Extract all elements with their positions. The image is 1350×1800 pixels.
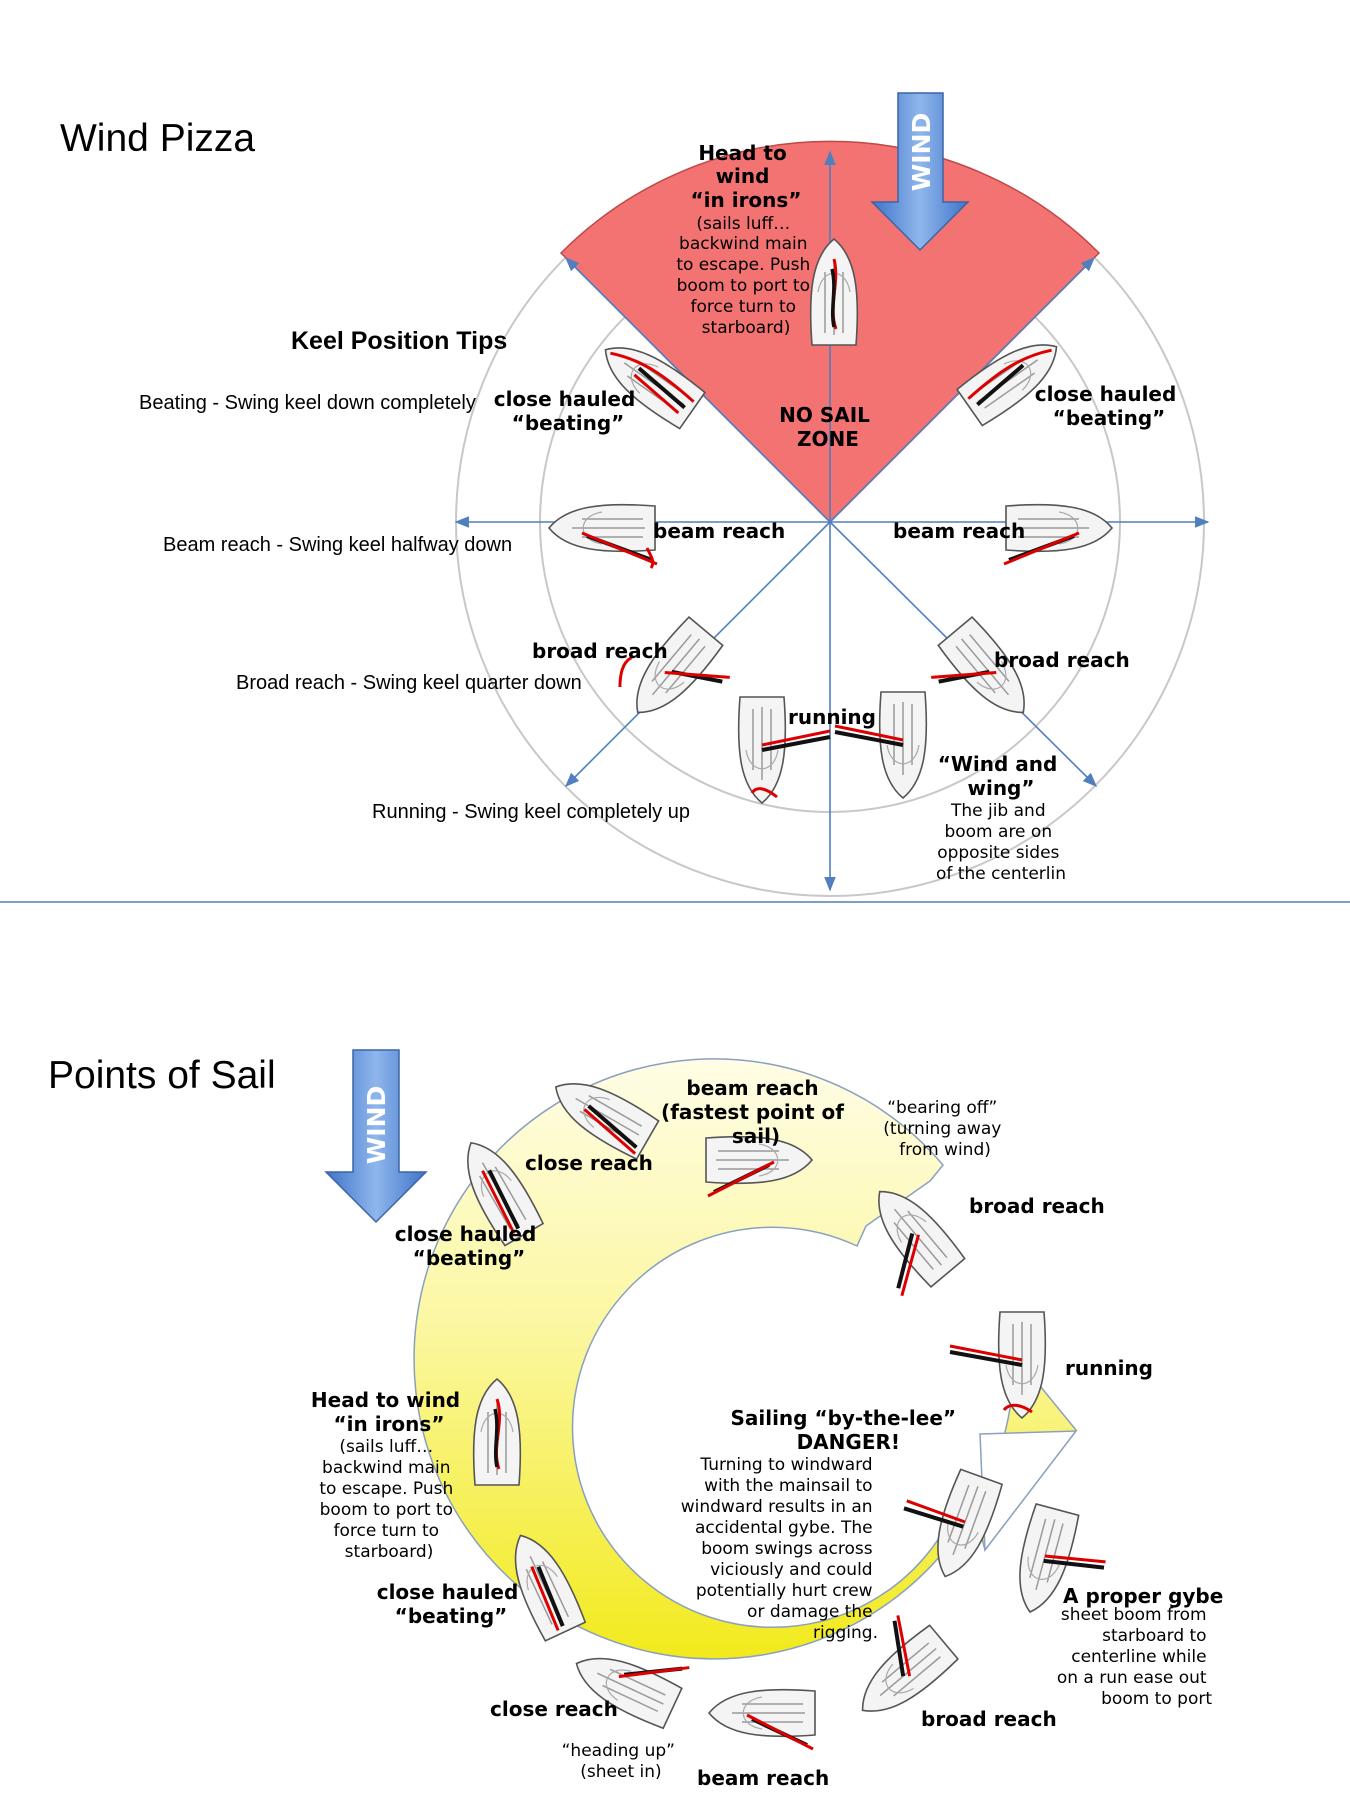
ps-boat-running — [949, 1311, 1047, 1419]
ps-boats — [449, 1065, 1106, 1751]
keel-tip-beam: Beam reach - Swing keel halfway down — [163, 534, 512, 556]
ps-head-to-wind-note: (sails luff… backwind main to escape. Pu… — [319, 1437, 458, 1562]
ps-boat-close-hauled-top — [449, 1130, 546, 1248]
points-of-sail-section: Points of Sail WIND — [48, 1049, 1223, 1790]
wp-boat-beam-reach-left — [548, 503, 658, 569]
ps-boat-proper-gybe — [1006, 1502, 1106, 1619]
ps-running-label: running — [1065, 1356, 1153, 1380]
wind-pizza-section: Wind Pizza WIND — [60, 92, 1210, 897]
points-of-sail-title: Points of Sail — [48, 1054, 276, 1097]
wp-boat-running-left — [737, 696, 831, 804]
ps-beam-reach-bottom-label: beam reach — [697, 1766, 829, 1790]
ps-broad-reach-top-label: broad reach — [969, 1194, 1105, 1218]
ps-proper-gybe-note: sheet boom from starboard to centerline … — [1057, 1605, 1213, 1709]
wp-boat-beam-reach-right — [1003, 503, 1113, 566]
ps-close-hauled-top-label: close hauled “beating” — [395, 1222, 544, 1270]
wp-boat-head-to-wind — [809, 238, 859, 346]
wp-boats — [548, 238, 1113, 804]
wp-wind-and-wing-label: “Wind and wing” — [938, 752, 1065, 800]
wp-broad-reach-left-label: broad reach — [532, 639, 668, 663]
ps-boat-close-hauled-bottom — [498, 1524, 588, 1643]
ps-close-reach-bottom-label: close reach — [490, 1697, 618, 1721]
ps-boat-by-the-lee — [903, 1468, 1005, 1586]
wp-boat-broad-reach-right — [931, 615, 1042, 729]
ps-heading-up-label: “heading up” (sheet in) — [562, 1741, 681, 1782]
wp-boat-running-right — [834, 691, 928, 799]
ps-broad-reach-bottom-label: broad reach — [921, 1707, 1057, 1731]
wind-label-bottom: WIND — [362, 1086, 391, 1165]
ps-boat-beam-reach-bottom — [708, 1688, 816, 1751]
wp-broad-reach-right-label: broad reach — [994, 648, 1130, 672]
ps-head-to-wind-label: Head to wind “in irons” — [311, 1388, 467, 1436]
ps-boat-broad-reach-bottom — [846, 1615, 960, 1729]
ps-by-the-lee-note: Turning to windward with the mainsail to… — [681, 1455, 878, 1643]
ps-boat-broad-reach-top — [861, 1175, 967, 1297]
ps-boat-close-reach-top — [543, 1065, 661, 1162]
wp-head-to-wind-label: Head to wind “in irons” — [691, 141, 802, 212]
wind-arrow-top: WIND — [870, 92, 970, 252]
ps-close-reach-top-label: close reach — [525, 1151, 653, 1175]
wp-boat-close-hauled-left — [591, 329, 707, 431]
wp-close-hauled-left-label: close hauled “beating” — [494, 387, 643, 435]
wind-label-top: WIND — [907, 113, 936, 192]
wp-beam-reach-right-label: beam reach — [893, 519, 1025, 543]
wp-beam-reach-left-label: beam reach — [653, 519, 785, 543]
keel-tip-beating: Beating - Swing keel down completely — [139, 392, 476, 414]
ps-by-the-lee-label: Sailing “by-the-lee” DANGER! — [730, 1406, 963, 1454]
wind-pizza-title: Wind Pizza — [60, 117, 255, 160]
wp-head-to-wind-note: (sails luff… backwind main to escape. Pu… — [676, 214, 815, 338]
wp-wind-and-wing-note: The jib and boom are on opposite sides o… — [936, 801, 1066, 884]
ps-boat-close-reach-bottom — [565, 1641, 690, 1731]
ps-close-hauled-bottom-label: close hauled “beating” — [377, 1580, 526, 1628]
ps-proper-gybe-title: A proper gybe — [1063, 1584, 1223, 1608]
keel-tip-broad: Broad reach - Swing keel quarter down — [236, 672, 582, 694]
wp-boat-close-hauled-right — [955, 326, 1071, 428]
wp-boat-broad-reach-left — [618, 615, 730, 729]
keel-tips-title: Keel Position Tips — [291, 327, 507, 355]
wp-running-label: running — [788, 705, 876, 729]
ps-bearing-off-label: “bearing off” (turning away from wind) — [883, 1098, 1006, 1160]
wp-close-hauled-right-label: close hauled “beating” — [1035, 382, 1184, 430]
no-sail-zone-label: NO SAIL ZONE — [779, 403, 877, 451]
ps-boat-beam-reach-top — [705, 1135, 813, 1198]
ps-beam-reach-top-label: beam reach (fastest point of sail) — [661, 1076, 851, 1148]
ps-boat-head-to-wind — [472, 1378, 522, 1486]
keel-tip-running: Running - Swing keel completely up — [372, 801, 690, 823]
wind-arrow-bottom: WIND — [324, 1049, 428, 1224]
